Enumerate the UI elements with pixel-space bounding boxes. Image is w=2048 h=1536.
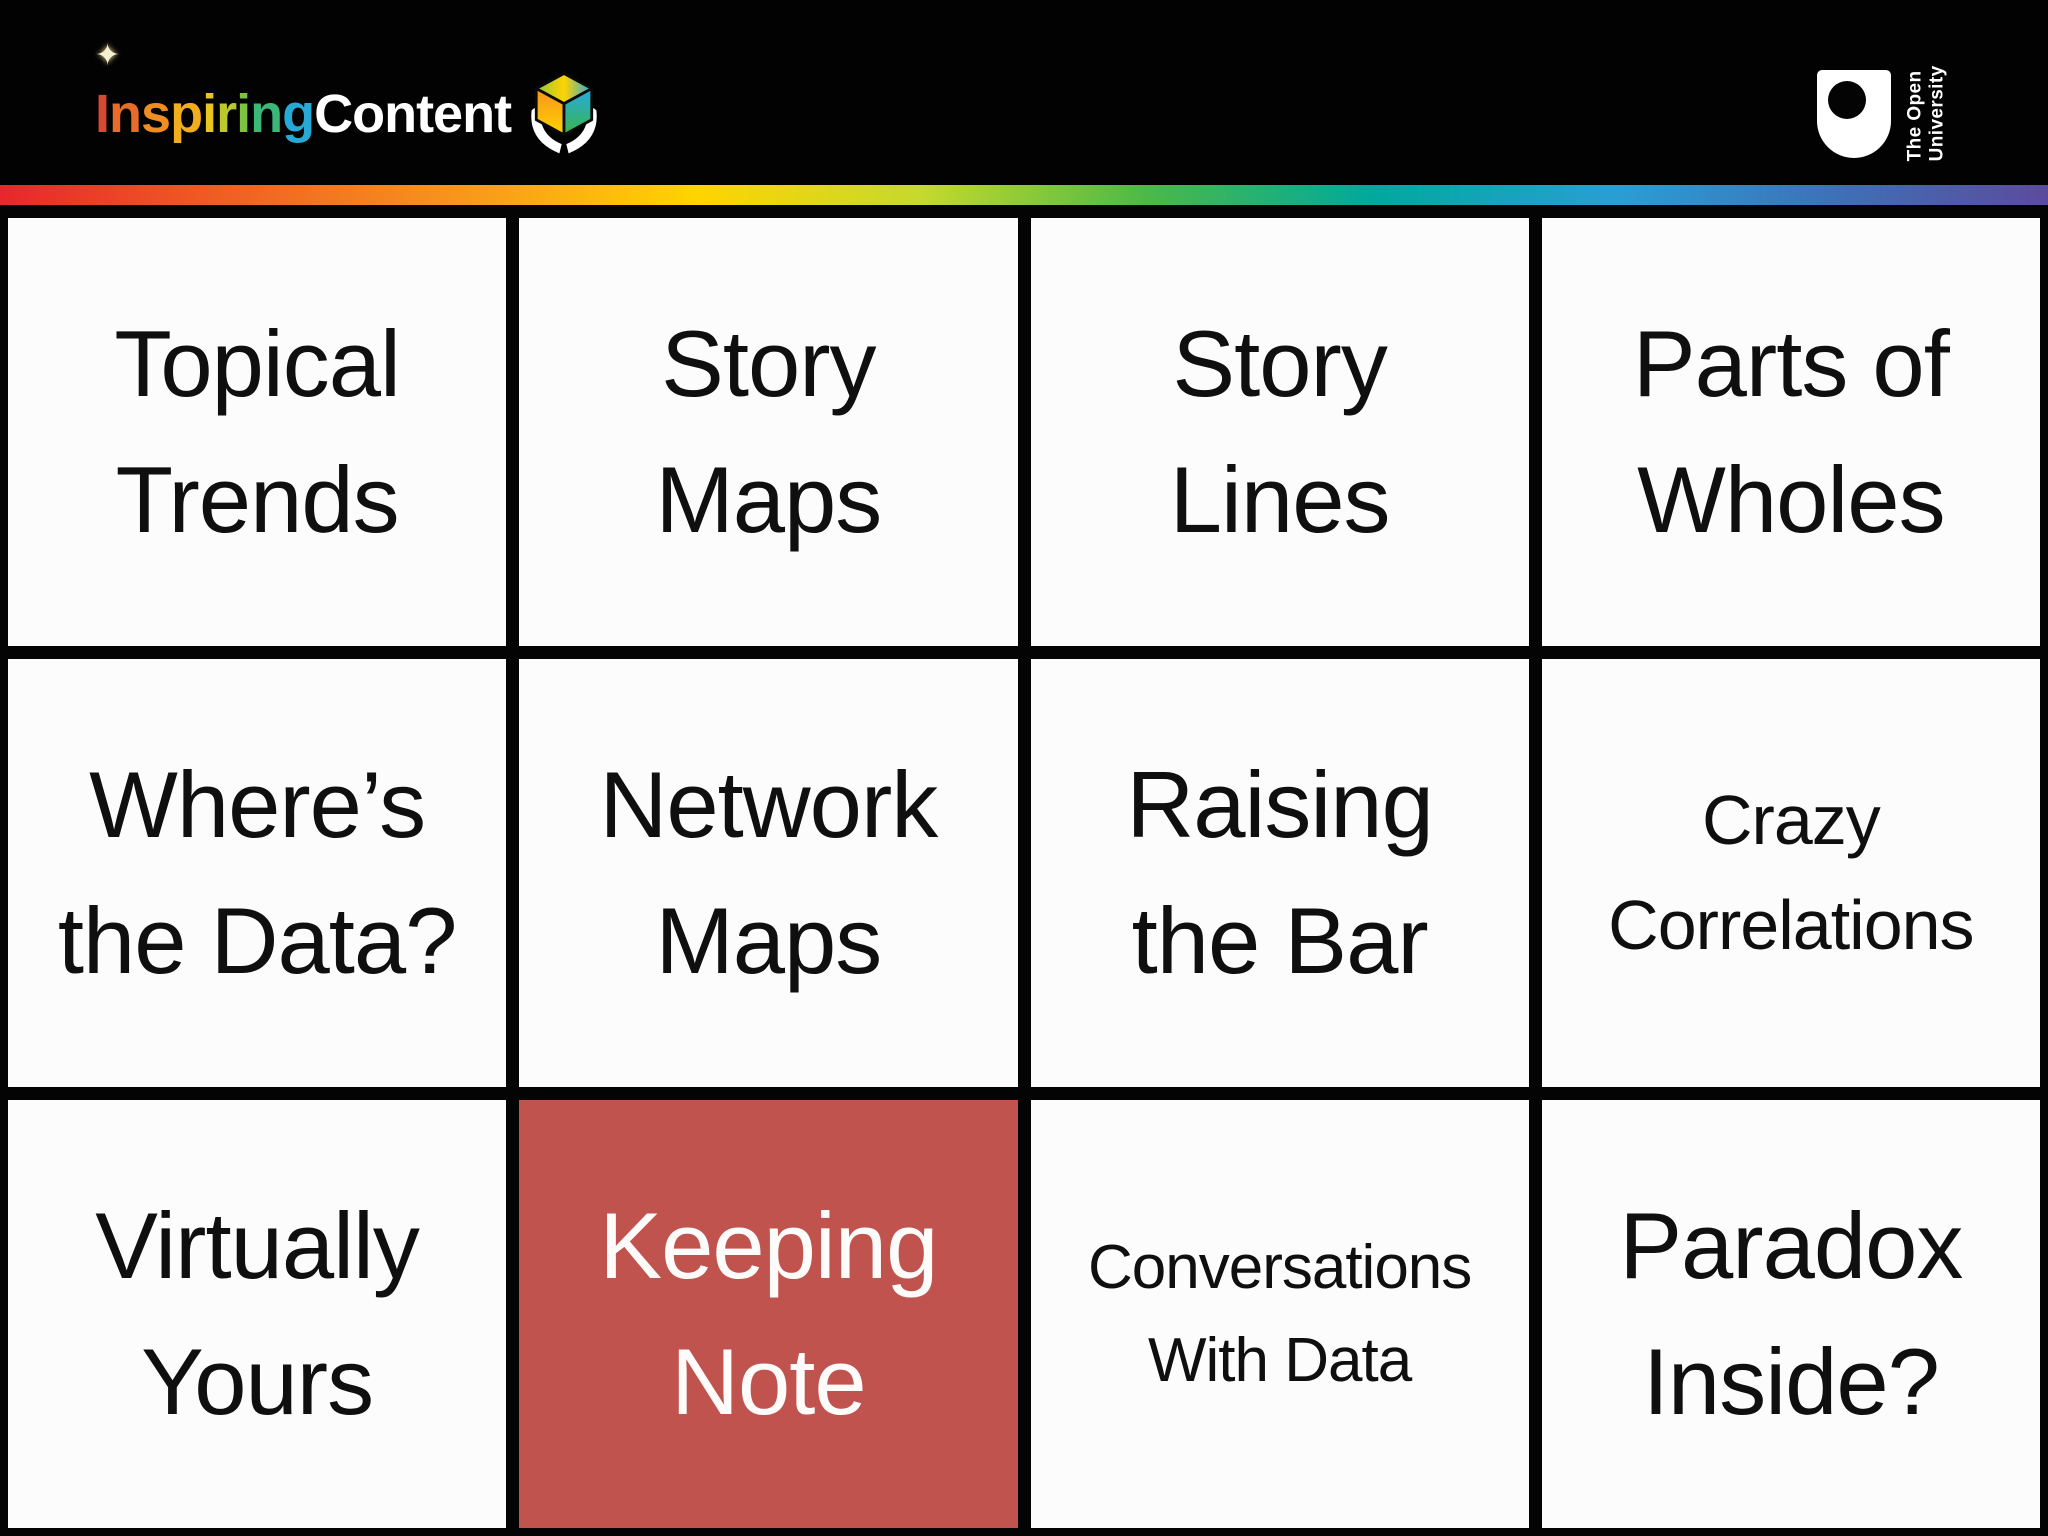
brand-letter: p <box>170 83 203 144</box>
tile-label: Virtually Yours <box>95 1192 420 1434</box>
tile-label: Keeping Note <box>599 1192 938 1434</box>
brand-letter: n <box>250 83 283 144</box>
brand-letter: s <box>141 83 171 144</box>
tile-label: Story Lines <box>1169 310 1391 552</box>
ou-wordmark-line1: The Open <box>1904 70 1926 162</box>
ou-wordmark: The Open University <box>1901 66 1953 162</box>
ou-shield-icon <box>1817 69 1891 158</box>
tile-network-maps[interactable]: Network Maps <box>519 659 1018 1087</box>
tile-virtually-yours[interactable]: Virtually Yours <box>8 1100 507 1528</box>
brand-letter: i <box>202 83 217 144</box>
tile-label: Where’s the Data? <box>57 751 458 993</box>
brand-letter: r <box>216 83 237 144</box>
tile-label: Paradox Inside? <box>1619 1192 1963 1434</box>
tile-conversations-with-data[interactable]: Conversations With Data <box>1030 1100 1529 1528</box>
brand-word-content: Content <box>314 83 512 144</box>
tile-label: Raising the Bar <box>1126 751 1433 993</box>
tile-parts-of-wholes[interactable]: Parts of Wholes <box>1541 218 2040 646</box>
ou-shield-dot <box>1828 80 1866 119</box>
sparkle-icon: ✦ <box>95 38 121 72</box>
tile-label: Conversations With Data <box>1087 1233 1472 1395</box>
header-bar: ✦ InspiringContent <box>0 0 2048 185</box>
topic-grid: Topical Trends Story Maps Story Lines Pa… <box>0 205 2048 1536</box>
inspiring-content-logo: ✦ InspiringContent <box>95 39 601 160</box>
brand-letter: i <box>236 83 251 144</box>
cube-in-hands-icon <box>531 71 597 153</box>
tile-label: Topical Trends <box>114 310 401 552</box>
tile-keeping-note[interactable]: Keeping Note <box>519 1100 1018 1528</box>
rainbow-stripe <box>0 185 2048 205</box>
brand-wordmark: InspiringContent <box>95 83 512 145</box>
brand-letter: I <box>95 83 110 144</box>
tile-label: Network Maps <box>599 751 939 993</box>
tile-label: Crazy Correlations <box>1608 781 1974 964</box>
tile-topical-trends[interactable]: Topical Trends <box>8 218 507 646</box>
tile-label: Story Maps <box>655 310 882 552</box>
brand-letter: g <box>282 83 315 144</box>
tile-wheres-the-data[interactable]: Where’s the Data? <box>8 659 507 1087</box>
tile-paradox-inside[interactable]: Paradox Inside? <box>1541 1100 2040 1528</box>
open-university-logo: The Open University <box>1817 66 1953 162</box>
brand-letter: n <box>109 83 142 144</box>
tile-story-lines[interactable]: Story Lines <box>1030 218 1529 646</box>
ou-wordmark-line2: University <box>1927 65 1948 162</box>
tile-crazy-correlations[interactable]: Crazy Correlations <box>1541 659 2040 1087</box>
tile-raising-the-bar[interactable]: Raising the Bar <box>1030 659 1529 1087</box>
tile-story-maps[interactable]: Story Maps <box>519 218 1018 646</box>
tile-label: Parts of Wholes <box>1632 310 1950 552</box>
